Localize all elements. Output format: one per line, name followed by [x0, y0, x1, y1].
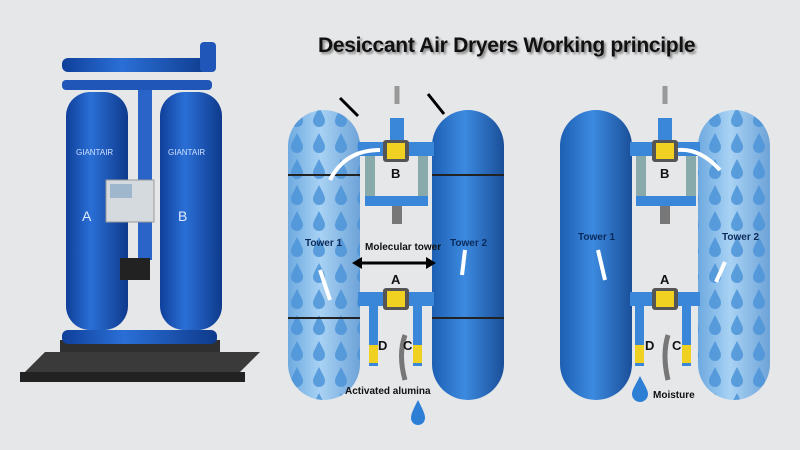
left-valve-b-label: B [391, 166, 401, 181]
page-title: Desiccant Air Dryers Working principle [318, 34, 696, 57]
dryer-photo [20, 42, 260, 382]
right-port-d-label: D [645, 338, 655, 353]
right-tower-2-label: Tower 2 [722, 232, 760, 243]
tower-a-label: A [82, 208, 92, 224]
left-tower-2-label: Tower 2 [450, 238, 488, 249]
left-valve-a-label: A [391, 272, 401, 287]
left-tower-1-label: Tower 1 [305, 238, 343, 249]
right-valve-b-label: B [660, 166, 670, 181]
tower-b-label: B [178, 208, 188, 224]
right-diagram [560, 86, 770, 402]
right-port-c-label: C [672, 338, 682, 353]
right-tower-1-label: Tower 1 [578, 232, 616, 243]
molecular-tower-label: Molecular tower [365, 242, 442, 253]
left-diagram [288, 86, 504, 425]
activated-alumina-label: Activated alumina [345, 386, 431, 397]
left-port-c-label: C [403, 338, 413, 353]
moisture-label: Moisture [653, 390, 695, 401]
brand-label-b: GIANTAIR [168, 148, 206, 157]
right-valve-a-label: A [660, 272, 670, 287]
left-port-d-label: D [378, 338, 388, 353]
brand-label: GIANTAIR [76, 148, 114, 157]
